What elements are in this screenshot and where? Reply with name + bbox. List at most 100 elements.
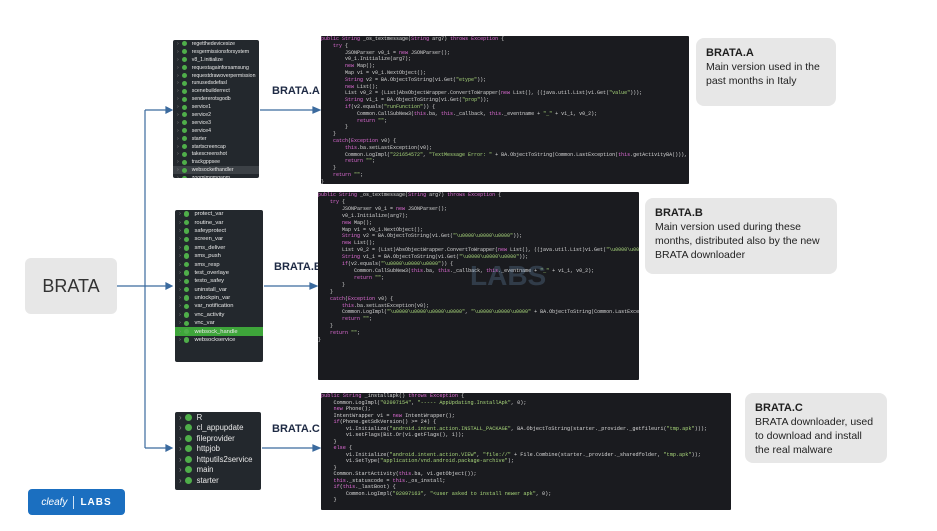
- chevron-right-icon: ›: [179, 412, 182, 422]
- tree-item-label: websockethandler: [191, 167, 234, 174]
- code-line: this._statuscode = this._os_install;: [333, 477, 446, 484]
- tree-item[interactable]: ›cl_appupdate: [175, 423, 261, 434]
- tree-item[interactable]: ›runusedsdefasl: [173, 79, 259, 87]
- tree-item-label: sendererotsgodb: [191, 96, 231, 103]
- brata-a-code-panel: public String _os_textmessage(String arg…: [321, 36, 689, 184]
- chevron-right-icon: ›: [179, 295, 181, 302]
- tree-item[interactable]: ›httputils2service: [175, 454, 261, 465]
- chevron-right-icon: ›: [177, 119, 179, 126]
- code-line: Common.StartActivity(this.ba, v1.getObje…: [321, 471, 477, 477]
- tree-item-label: service3: [191, 119, 212, 126]
- tree-item-label: sms_deliver: [194, 244, 226, 251]
- brata-b-code-panel: public String _os_textmessage(String arg…: [318, 192, 639, 380]
- tree-item[interactable]: ›resgermissionsforsystem: [173, 48, 259, 56]
- chevron-right-icon: ›: [179, 278, 181, 285]
- tree-item[interactable]: ›websockethandler: [173, 166, 259, 175]
- tree-item[interactable]: ›regetthedevicesize: [173, 40, 259, 48]
- code-line: }: [321, 165, 337, 172]
- watermark-logo: LABS: [470, 260, 547, 291]
- tree-item-label: resgermissionsforsystem: [191, 48, 250, 55]
- tree-item[interactable]: ›routine_var: [175, 218, 263, 226]
- code-line: v1.SetType("application/vnd.android.pack…: [321, 458, 515, 464]
- chevron-right-icon: ›: [177, 151, 179, 158]
- tree-item[interactable]: › service3: [173, 119, 259, 127]
- tree-item[interactable]: ›takescreenshot: [173, 150, 259, 158]
- class-icon: [183, 270, 190, 276]
- tree-item[interactable]: ›httpjob: [175, 444, 261, 455]
- tree-item[interactable]: › sendererotsgodb: [173, 95, 259, 103]
- chevron-right-icon: ›: [177, 111, 179, 118]
- tree-item[interactable]: ›service1: [173, 103, 259, 111]
- chevron-right-icon: ›: [179, 303, 181, 310]
- code-line: catch(Exception v0) {: [333, 137, 397, 144]
- code-line: Common.CallSubNew3(this.ba, this._callba…: [318, 267, 595, 274]
- tree-item[interactable]: ›testo_safey: [175, 277, 263, 285]
- tree-item-label: screen_var: [194, 236, 224, 243]
- class-icon: [183, 286, 190, 293]
- brata-b-class-tree: ›protect_var›routine_var›safeyprotect›sc…: [175, 210, 263, 362]
- class-icon: [183, 253, 190, 259]
- code-line: }: [318, 281, 346, 288]
- tree-item[interactable]: ›zoomimgmgapm: [173, 174, 259, 178]
- tree-item[interactable]: ›screen_var: [175, 235, 263, 243]
- chevron-right-icon: ›: [179, 253, 181, 260]
- chevron-right-icon: ›: [179, 311, 181, 318]
- tree-item[interactable]: ›sms_deliver: [175, 244, 263, 252]
- tree-item-label: R: [196, 412, 203, 422]
- brata-a-branch-label: BRATA.A: [272, 85, 320, 97]
- code-line: }: [318, 337, 322, 344]
- code-line: new Map();: [342, 219, 373, 226]
- tree-item[interactable]: ›starter: [173, 135, 259, 143]
- brata-root-node: BRATA: [25, 258, 117, 314]
- tree-item[interactable]: ›requestagainforsamsung: [173, 64, 259, 72]
- class-icon: [181, 104, 187, 110]
- tree-item[interactable]: ›trackgppsee: [173, 158, 259, 166]
- tree-item[interactable]: ›var_notification: [175, 302, 263, 310]
- tree-item[interactable]: ›startscreencap: [173, 143, 259, 151]
- brata-a-class-tree: ›regetthedevicesize›resgermissionsforsys…: [173, 40, 259, 178]
- tree-item[interactable]: ›protect_var: [175, 210, 263, 218]
- class-icon: [184, 455, 192, 463]
- tree-item-label: safeyprotect: [194, 227, 227, 234]
- tree-item[interactable]: ›vnc_var: [175, 319, 263, 327]
- tree-item[interactable]: ›R: [175, 412, 261, 423]
- code-line: public String _os_textmessage(String arg…: [321, 36, 505, 42]
- tree-item[interactable]: ›main: [175, 465, 261, 476]
- tree-item[interactable]: ›starter: [175, 475, 261, 486]
- code-line: v1.Initialize("android.intent.action.INS…: [321, 425, 708, 432]
- code-line: new Map();: [345, 63, 376, 70]
- tree-item[interactable]: ›fileprovider: [175, 433, 261, 444]
- class-icon: [183, 278, 190, 285]
- code-line: v1.setFlags(Bit.Or(v1.getFlags(), 1));: [321, 432, 465, 438]
- tree-item[interactable]: ›websockservice: [175, 336, 263, 344]
- code-line: return "";: [330, 330, 361, 337]
- tree-item[interactable]: ›requestdrawoverpermission: [173, 72, 259, 80]
- chevron-right-icon: ›: [179, 286, 181, 293]
- class-icon: [181, 120, 187, 126]
- tree-item[interactable]: ›unlockpin_var: [175, 294, 263, 302]
- tree-item[interactable]: ›test_overlaye: [175, 269, 263, 277]
- brata-c-title: BRATA.C: [755, 402, 803, 414]
- code-line: }: [321, 464, 337, 471]
- brata-b-title: BRATA.B: [655, 207, 703, 219]
- class-icon: [181, 88, 187, 94]
- chevron-right-icon: ›: [177, 96, 179, 103]
- code-line: }: [321, 438, 337, 445]
- tree-item[interactable]: ›service4: [173, 127, 259, 135]
- tree-item[interactable]: ›vnc_activity: [175, 311, 263, 319]
- tree-item[interactable]: ›sms_push: [175, 252, 263, 260]
- tree-item-label: fileprovider: [196, 433, 235, 443]
- brata-c-code-panel: public String _installapk() throws Excep…: [321, 393, 731, 510]
- tree-item[interactable]: ›scenebuilderrect: [173, 87, 259, 95]
- tree-item[interactable]: ›v8_1.initialize: [173, 56, 259, 64]
- tree-item[interactable]: ›sms_resp: [175, 260, 263, 268]
- tree-item[interactable]: ›websock_handle: [175, 327, 263, 336]
- code-line: new Phone();: [333, 406, 371, 412]
- chevron-right-icon: ›: [179, 423, 182, 433]
- tree-item[interactable]: ›safeyprotect: [175, 227, 263, 235]
- tree-item-label: uninstall_var: [194, 286, 227, 293]
- tree-item[interactable]: ›service2: [173, 111, 259, 119]
- chevron-right-icon: ›: [177, 135, 179, 142]
- tree-item-label: websockservice: [194, 337, 236, 344]
- tree-item[interactable]: › uninstall_var: [175, 286, 263, 294]
